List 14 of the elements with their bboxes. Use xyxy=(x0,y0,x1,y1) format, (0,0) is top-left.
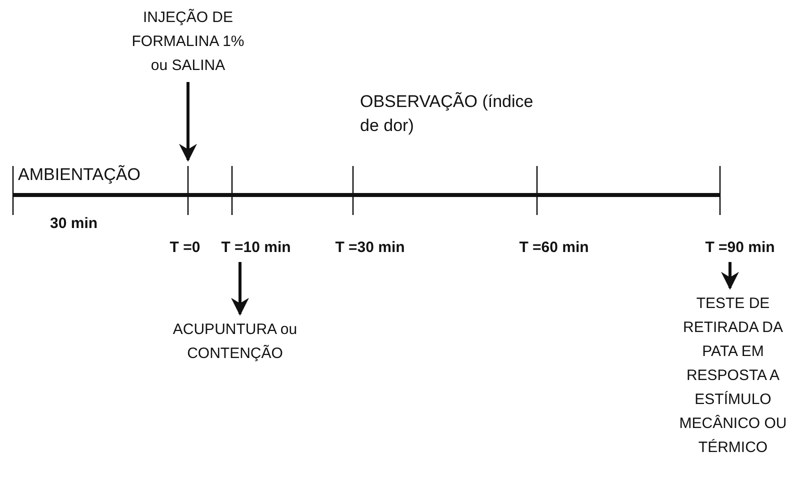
step-text: INJEÇÃO DE FORMALINA 1% ou SALINA xyxy=(128,6,248,78)
phase-label: AMBIENTAÇÃO xyxy=(18,164,142,186)
arrow xyxy=(721,262,739,290)
time-label: T =60 min xyxy=(518,238,590,258)
duration-label: 30 min xyxy=(50,214,99,234)
phase-label: OBSERVAÇÃO (índice de dor) xyxy=(360,91,534,137)
time-label: T =10 min xyxy=(206,236,306,260)
time-label: T =0 xyxy=(168,238,202,258)
time-label: T =90 min xyxy=(690,236,790,260)
arrow xyxy=(179,82,197,162)
arrow xyxy=(231,262,249,316)
time-label: T =30 min xyxy=(334,238,406,258)
step-text: TESTE DE RETIRADA DA PATA EM RESPOSTA A ESTÍMULO MECÂNICO OU TÉRMICO xyxy=(668,292,798,460)
step-text: ACUPUNTURA ou CONTENÇÃO xyxy=(160,318,310,366)
